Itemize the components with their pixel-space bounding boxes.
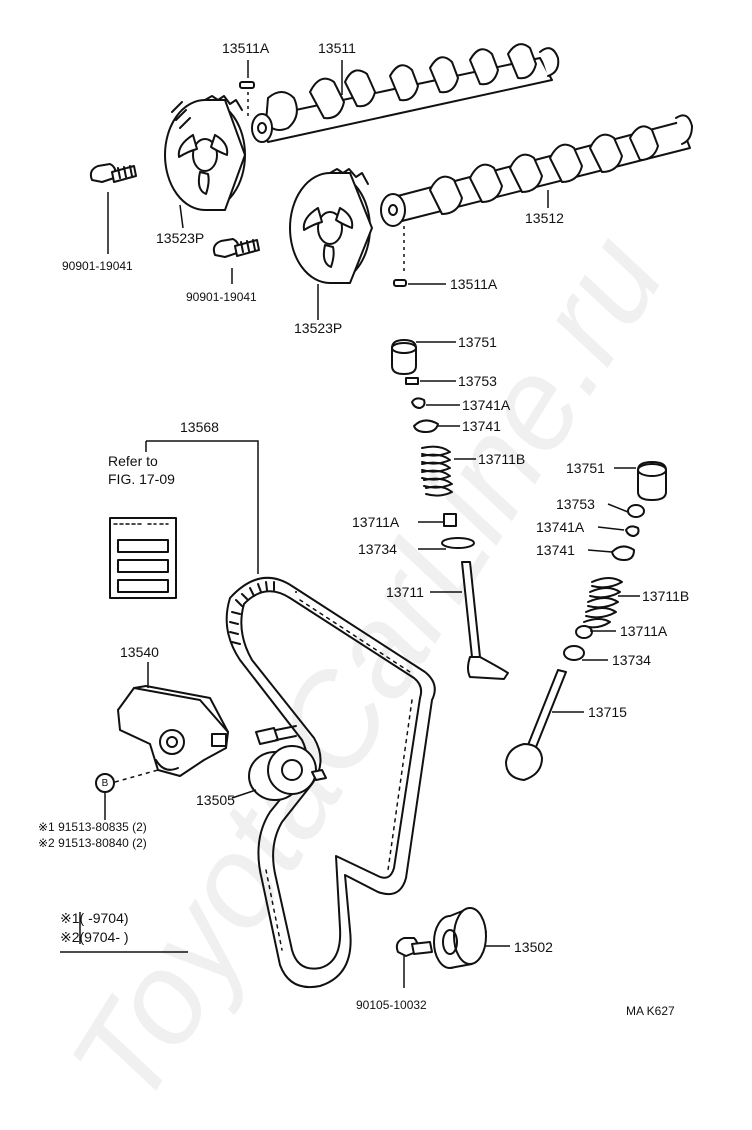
- refer-line2: FIG. 17-09: [108, 471, 175, 487]
- label-13511A-bottom: 13511A: [450, 276, 498, 292]
- label-13741A-left: 13741A: [462, 397, 511, 413]
- label-13753-left: 13753: [458, 373, 497, 389]
- label-13502: 13502: [514, 939, 553, 955]
- legend-row-1: ※1( -9704): [60, 910, 129, 926]
- label-13741-right: 13741: [536, 542, 575, 558]
- label-13511: 13511: [318, 40, 356, 56]
- idler-pulley: [433, 907, 487, 969]
- legend-row-2: ※2(9704- ): [60, 929, 129, 945]
- label-bolt-left: 90901-19041: [62, 259, 133, 273]
- diagram-code: MA K627: [626, 1004, 675, 1018]
- label-13715: 13715: [588, 704, 627, 720]
- label-90105-10032: 90105-10032: [356, 998, 427, 1012]
- tensioner-pulley: [248, 725, 327, 801]
- bolt-right: [212, 238, 260, 258]
- callout-b-label: B: [101, 778, 109, 789]
- label-bolt-right: 90901-19041: [186, 290, 257, 304]
- label-13751-left: 13751: [458, 334, 497, 350]
- label-13711B-right: 13711B: [642, 588, 690, 604]
- refer-line1: Refer to: [108, 453, 158, 469]
- pulley-right: [289, 168, 373, 284]
- label-13512: 13512: [525, 210, 564, 226]
- pin-top: [239, 81, 255, 89]
- label-13741-left: 13741: [462, 418, 501, 434]
- bolt-left: [89, 163, 137, 183]
- label-13711A-left: 13711A: [352, 514, 400, 530]
- label-13741A-right: 13741A: [536, 519, 585, 535]
- label-13523P-right: 13523P: [294, 320, 343, 336]
- label-13751-right: 13751: [566, 460, 605, 476]
- camshaft-13511: [251, 43, 560, 143]
- label-13734-left: 13734: [358, 541, 397, 557]
- label-13505: 13505: [196, 792, 235, 808]
- label-bolt-1: ※1 91513-80835 (2): [38, 820, 147, 834]
- label-bolt-2: ※2 91513-80840 (2): [38, 836, 147, 850]
- camshaft-13512: [380, 114, 693, 227]
- valve-stack-left: [391, 339, 509, 680]
- pulley-left: [164, 95, 246, 211]
- label-13711B-left: 13711B: [478, 451, 526, 467]
- label-13711A-right: 13711A: [620, 623, 668, 639]
- label-13734-right: 13734: [612, 652, 651, 668]
- tensioner-bracket: [117, 685, 229, 777]
- leader-lines: [60, 60, 640, 988]
- document-icon: [109, 517, 177, 599]
- label-13540: 13540: [120, 644, 159, 660]
- label-13568: 13568: [180, 419, 219, 435]
- label-13753-right: 13753: [556, 496, 595, 512]
- label-13523P-left: 13523P: [156, 230, 205, 246]
- label-13711: 13711: [386, 584, 424, 600]
- label-13511A-top: 13511A: [222, 40, 270, 56]
- idler-bolt: [395, 937, 433, 957]
- valve-stack-right: [505, 461, 667, 781]
